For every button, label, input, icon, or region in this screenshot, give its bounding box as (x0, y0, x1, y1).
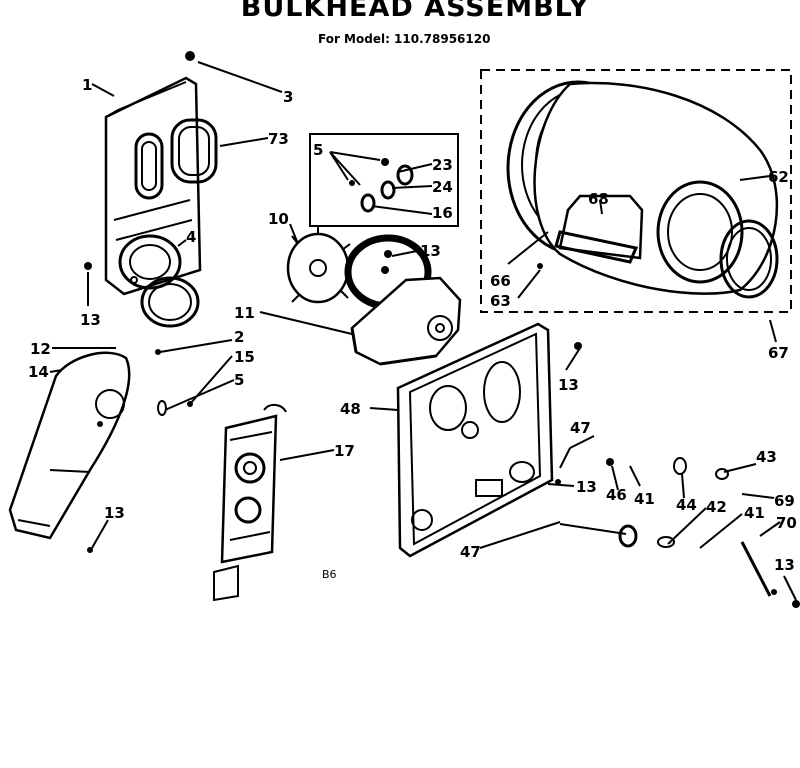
callout-41-a: 41 (634, 490, 655, 508)
callout-13-d: 13 (558, 376, 579, 394)
callout-44: 44 (676, 496, 697, 514)
hardware-pieces (84, 250, 800, 608)
plug-3-part (185, 51, 195, 61)
callout-62: 62 (768, 168, 789, 186)
blower-housing-11-part (350, 276, 462, 366)
callout-69: 69 (774, 492, 795, 510)
callout-24: 24 (432, 178, 453, 196)
callout-5-b: 5 (234, 371, 244, 389)
blower-fan-10-part (286, 226, 351, 304)
callout-42: 42 (706, 498, 727, 516)
callout-46: 46 (606, 486, 627, 504)
model-subtitle: For Model: 110.78956120 (318, 32, 491, 46)
diagram-code: B6 (322, 568, 337, 581)
callout-47-b: 47 (460, 543, 481, 561)
bulkhead-panel-part (104, 76, 202, 296)
callout-14: 14 (28, 363, 49, 381)
callout-10: 10 (268, 210, 289, 228)
callout-13-f: 13 (774, 556, 795, 574)
callout-43: 43 (756, 448, 777, 466)
callout-73: 73 (268, 130, 289, 148)
callout-70: 70 (776, 514, 797, 532)
callout-1: 1 (82, 76, 92, 94)
callout-41-b: 41 (744, 504, 765, 522)
leader-lines (49, 61, 797, 601)
callout-5-a: 5 (313, 141, 323, 159)
callout-66: 66 (490, 272, 511, 290)
callout-13-c: 13 (104, 504, 125, 522)
drum-inset-box (480, 69, 792, 313)
callout-12: 12 (30, 340, 51, 358)
callout-47-a: 47 (570, 419, 591, 437)
ring-seal-4-part (140, 276, 200, 328)
callout-17: 17 (334, 442, 355, 460)
drum-assembly-part (506, 80, 779, 295)
inset-fasteners (329, 151, 414, 213)
callout-15: 15 (234, 348, 255, 366)
callout-23: 23 (432, 156, 453, 174)
callout-67: 67 (768, 344, 789, 362)
gasket-73-part (170, 118, 218, 184)
callout-68: 68 (588, 190, 609, 208)
drum-seal-62-part (719, 219, 779, 299)
callout-2: 2 (234, 328, 244, 346)
callout-63: 63 (490, 292, 511, 310)
page-title: BULKHEAD ASSEMBLY (240, 0, 590, 23)
callout-13-b: 13 (420, 242, 441, 260)
callout-4: 4 (186, 228, 196, 246)
callout-11: 11 (234, 304, 255, 322)
callout-3: 3 (283, 88, 293, 106)
callout-48: 48 (340, 400, 361, 418)
callout-labels: 1 3 73 4 13 5 23 24 16 10 13 11 12 14 2 … (28, 76, 797, 581)
callout-16: 16 (432, 204, 453, 222)
side-panel-14-part (8, 351, 131, 540)
callout-13-a: 13 (80, 311, 101, 329)
bulkhead-48-part (396, 322, 554, 558)
callout-13-e: 13 (576, 478, 597, 496)
inset-box (309, 133, 459, 227)
motor-switch-17-part (213, 404, 287, 602)
